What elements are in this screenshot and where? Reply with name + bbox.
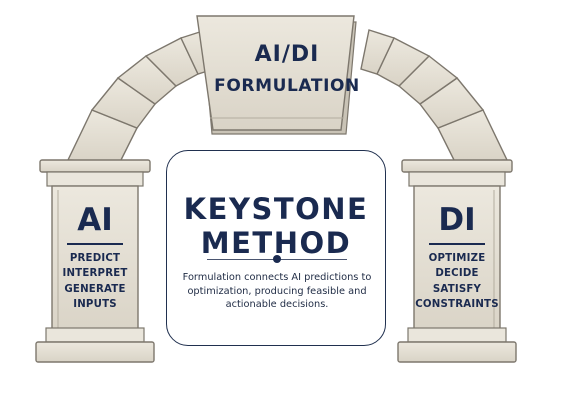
arch-stone — [360, 29, 395, 75]
panel-title-line2: METHOD — [200, 226, 352, 260]
panel-divider-dot — [273, 255, 281, 263]
left-pillar-text: AI PREDICT INTERPRET GENERATE INPUTS — [54, 205, 136, 313]
right-pillar — [397, 159, 517, 363]
left-pillar-item: INPUTS — [73, 299, 117, 310]
left-pillar-item: GENERATE — [64, 283, 126, 295]
keystone-block — [196, 15, 357, 135]
panel-title-line1: KEYSTONE — [183, 192, 369, 226]
center-panel: KEYSTONE METHOD Formulation connects AI … — [166, 150, 386, 346]
arch-left-stones — [66, 29, 215, 163]
panel-description: Formulation connects AI predictions to o… — [182, 272, 372, 310]
right-pillar-rule — [429, 243, 485, 245]
right-pillar-heading: DI — [438, 202, 476, 238]
left-pillar-item: PREDICT — [69, 252, 121, 264]
left-pillar-item: INTERPRET — [62, 268, 128, 279]
right-pillar-item: SATISFY — [432, 283, 482, 295]
left-pillar-heading: AI — [77, 202, 113, 238]
right-pillar-item: OPTIMIZE — [428, 252, 486, 264]
right-pillar-item: CONSTRAINTS — [415, 299, 499, 310]
left-pillar-rule — [67, 243, 123, 245]
right-pillar-text: DI OPTIMIZE DECIDE SATISFY CONSTRAINTS — [414, 205, 500, 313]
left-pillar — [35, 159, 155, 363]
keystone-label-line1: AI/DI — [254, 42, 320, 67]
keystone-label-line2: FORMULATION — [214, 76, 360, 96]
right-pillar-item: DECIDE — [435, 268, 479, 279]
arch-right-stones — [360, 29, 509, 163]
